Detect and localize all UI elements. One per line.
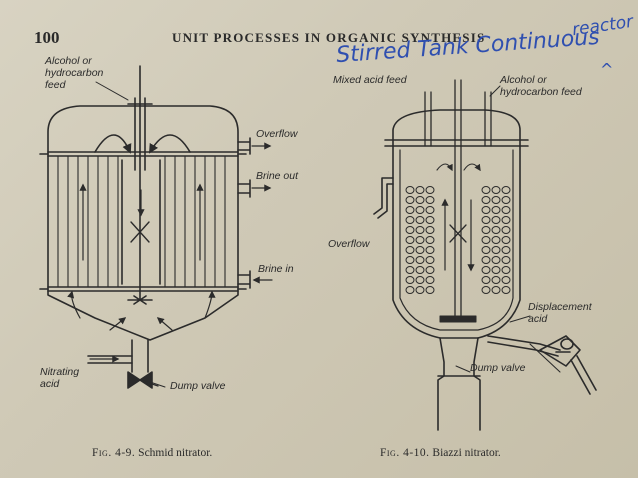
schmid-feed-label-line-2: hydrocarbon [45, 67, 104, 79]
schmid-feed-label-line-1: Alcohol or [45, 55, 92, 67]
schmid-nitrating-acid-label: Nitrating acid [40, 366, 79, 390]
biazzi-left-coil [405, 186, 435, 294]
schmid-dump-valve-label: Dump valve [170, 380, 226, 392]
biazzi-overflow-pipe [373, 177, 394, 219]
biazzi-agitator [449, 224, 467, 243]
book-title: UNIT PROCESSES IN ORGANIC SYNTHESIS [172, 30, 486, 45]
biazzi-caption-text: Biazzi nitrator. [432, 447, 501, 459]
biazzi-nitrator [373, 79, 597, 431]
biazzi-right-coil [481, 186, 511, 294]
schmid-feed-label-line-3: feed [45, 79, 66, 91]
biazzi-feed-label-line-1: Alcohol or [500, 74, 547, 86]
biazzi-feed-label: Alcohol or hydrocarbon feed [500, 74, 582, 98]
page-number: 100 [34, 28, 60, 47]
handwritten-caret: ^ [600, 60, 614, 79]
schmid-caption: Fig. 4-9. Schmid nitrator. [92, 447, 212, 459]
schmid-brine-out-nozzle [237, 179, 251, 198]
schmid-left-tube-bundle [57, 155, 119, 288]
schmid-nitrator [39, 65, 273, 389]
biazzi-bottom-outlet [437, 337, 481, 431]
biazzi-dump-valve [539, 335, 581, 367]
biazzi-agitator-shaft [454, 79, 462, 321]
biazzi-caption-fig: Fig. 4-10. [380, 447, 430, 459]
schmid-bottom-nozzle [131, 339, 149, 373]
schmid-caption-fig: Fig. 4-9. [92, 447, 136, 459]
page-header: 100 UNIT PROCESSES IN ORGANIC SYNTHESIS [0, 26, 638, 50]
schmid-brine-in-label: Brine in [258, 263, 294, 275]
schmid-overflow-label: Overflow [256, 128, 298, 140]
schmid-brine-out-label: Brine out [256, 170, 299, 182]
biazzi-feed-label-line-2: hydrocarbon feed [500, 86, 582, 98]
schmid-vessel-shell [47, 105, 239, 341]
biazzi-vessel-shell [392, 109, 521, 339]
biazzi-mixed-acid-pipe [424, 91, 432, 147]
biazzi-mixed-acid-label: Mixed acid feed [333, 74, 407, 86]
schmid-caption-text: Schmid nitrator. [138, 447, 213, 459]
biazzi-displacement-acid-label: Displacement acid [528, 301, 592, 325]
schmid-overflow-nozzle [237, 137, 251, 155]
biazzi-hydrocarbon-pipe [484, 91, 492, 147]
schmid-impeller [127, 295, 153, 305]
biazzi-caption: Fig. 4-10. Biazzi nitrator. [380, 447, 501, 459]
schmid-right-tube-bundle [164, 155, 226, 288]
schmid-nitrating-acid-line-2: acid [40, 378, 60, 390]
biazzi-displacement-acid-line-1: Displacement [528, 301, 592, 313]
biazzi-impeller [439, 315, 477, 323]
biazzi-dump-valve-label: Dump valve [470, 362, 526, 374]
biazzi-displacement-acid-pipe [487, 335, 561, 357]
schmid-feed-label: Alcohol or hydrocarbon feed [45, 55, 103, 91]
schmid-nitrating-acid-pipe [87, 355, 133, 364]
biazzi-overflow-label: Overflow [328, 238, 370, 250]
schmid-brine-in-nozzle [237, 270, 251, 289]
schmid-agitator [130, 221, 150, 243]
biazzi-displacement-acid-line-2: acid [528, 313, 548, 325]
schmid-nitrating-acid-line-1: Nitrating [40, 366, 80, 378]
